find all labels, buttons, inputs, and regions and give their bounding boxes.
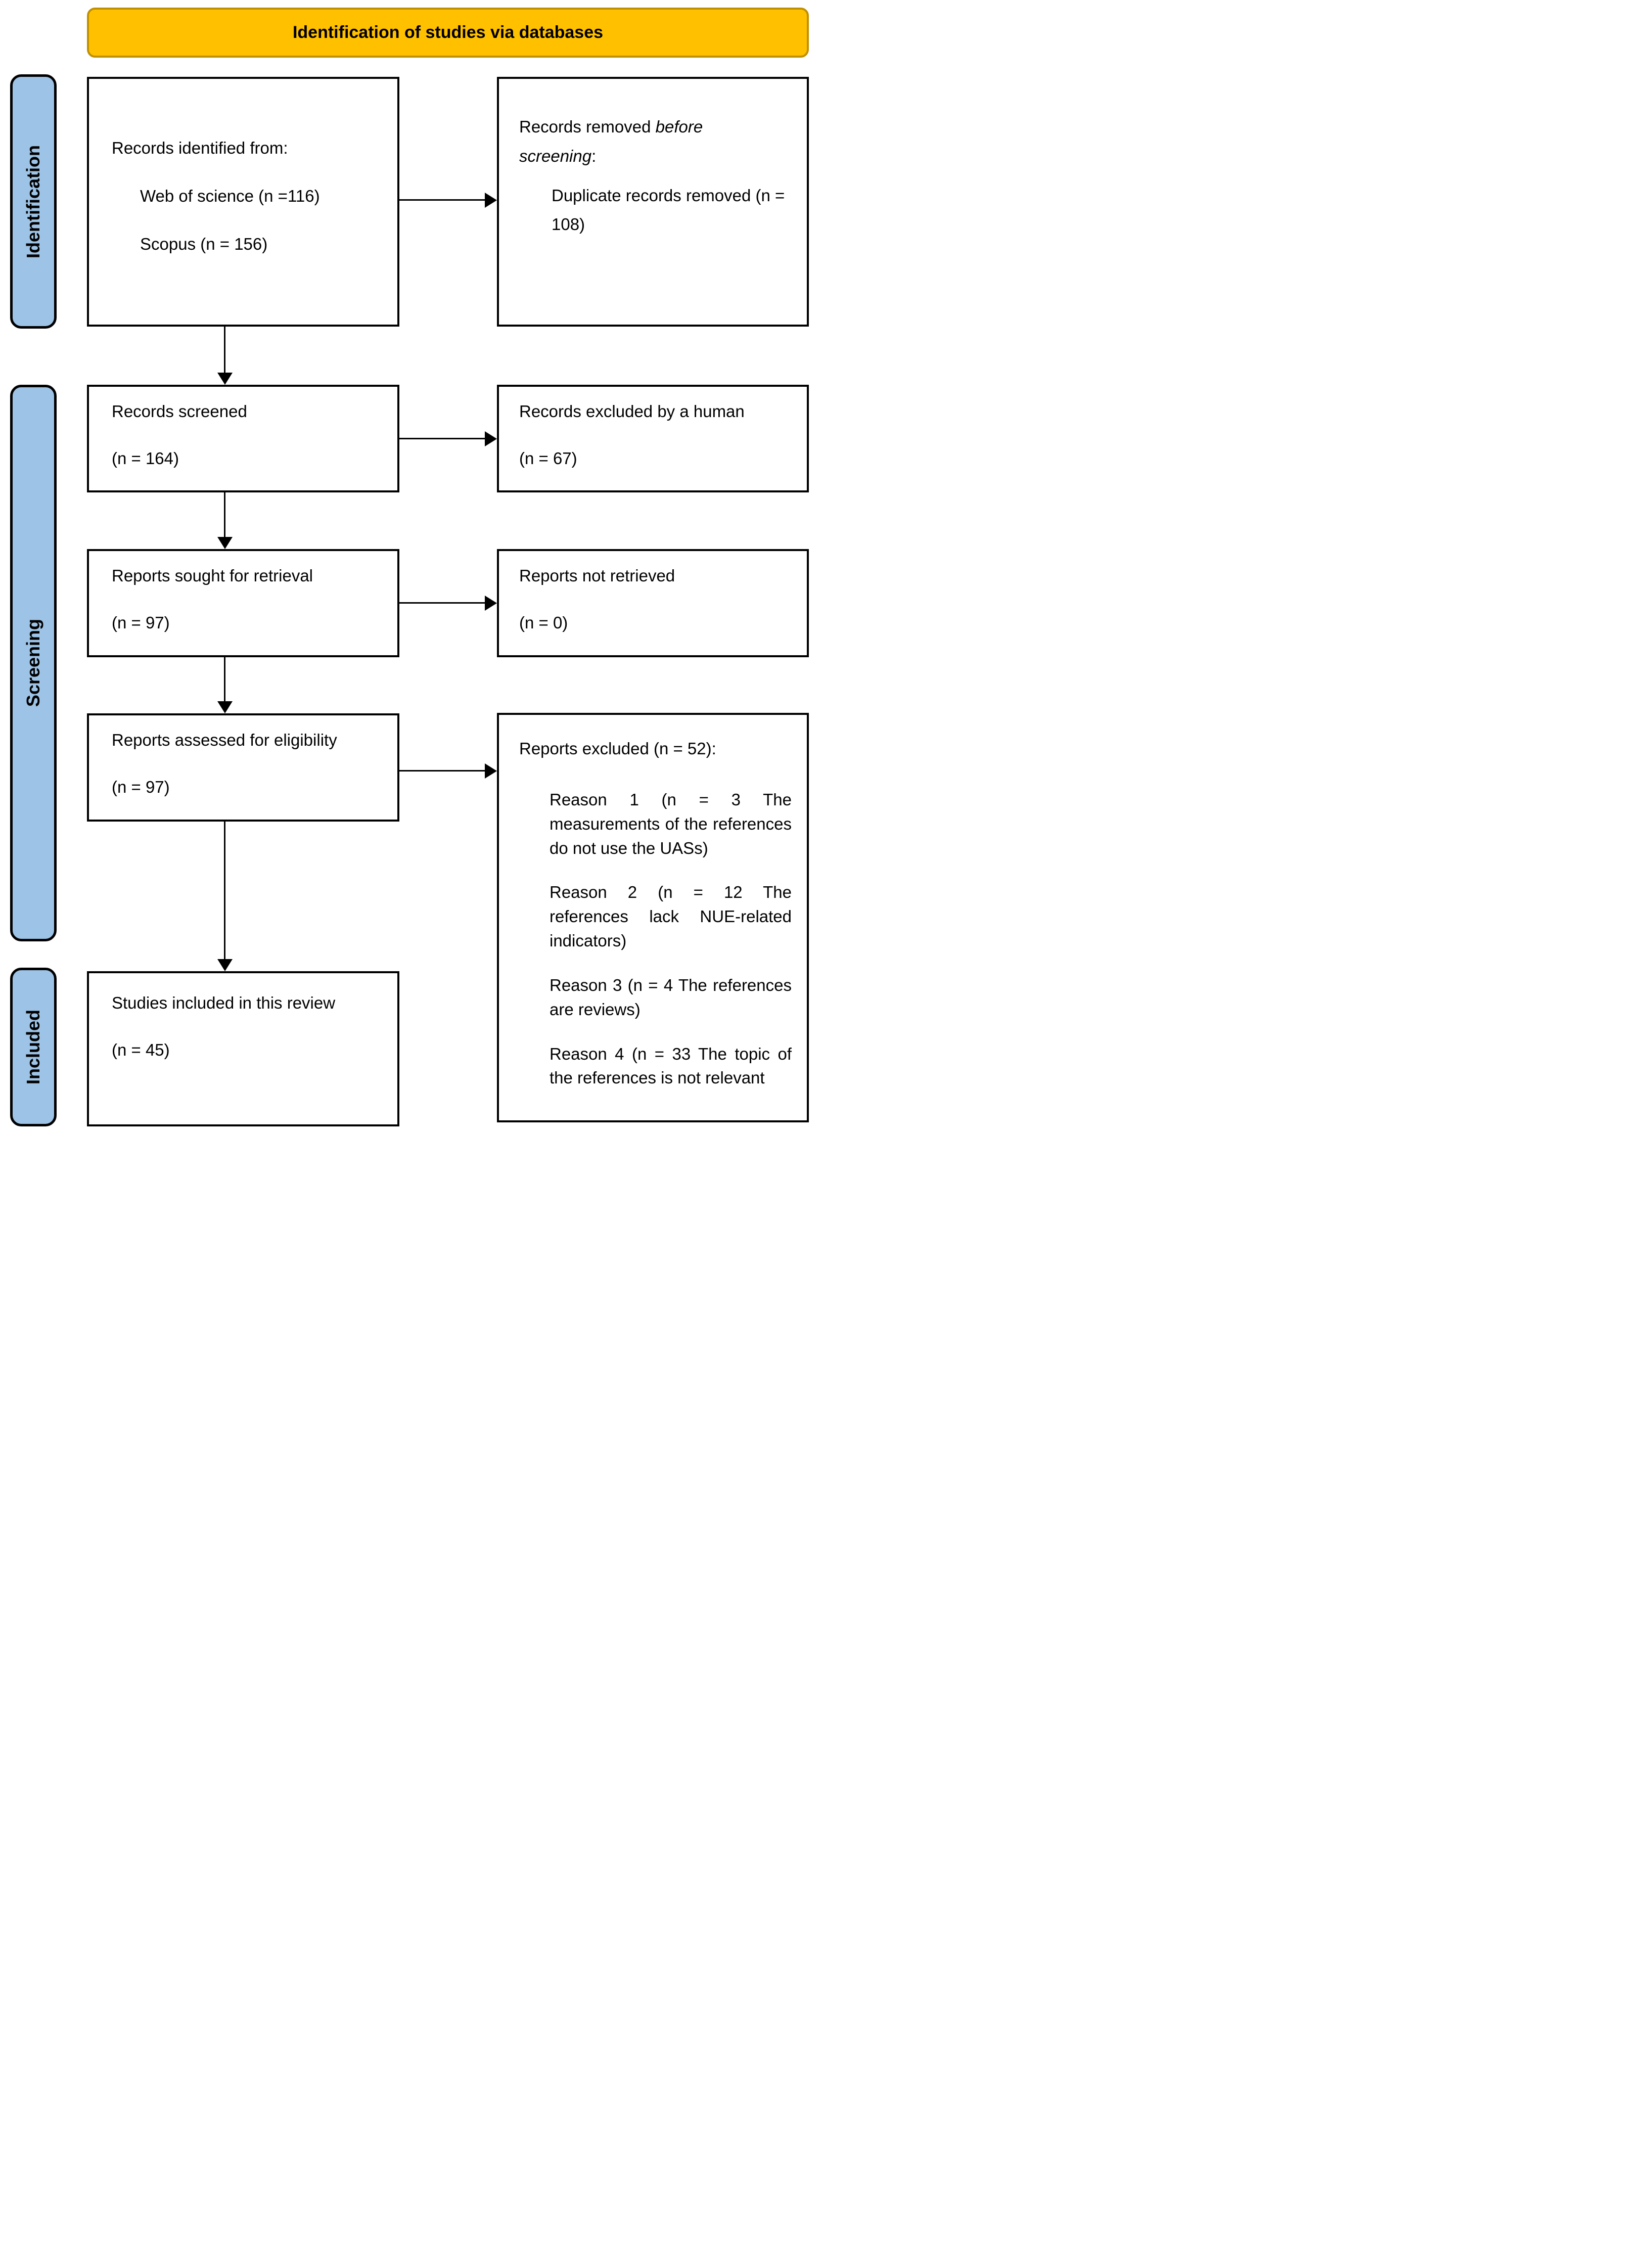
arrow-identified-to-removed	[399, 199, 485, 201]
box-records-screened: Records screened (n = 164)	[87, 385, 399, 492]
exclusion-reason-1: Reason 1 (n = 3 The measurements of the …	[550, 790, 792, 857]
records-removed-title-line1: Records removed before	[519, 117, 703, 136]
box-reports-assessed: Reports assessed for eligibility (n = 97…	[87, 713, 399, 822]
box-records-excluded-by-human: Records excluded by a human (n = 67)	[497, 385, 809, 492]
reports-excluded-title: Reports excluded (n = 52):	[519, 739, 716, 758]
arrow-screened-to-sought	[224, 492, 225, 537]
stage-label-screening: Screening	[23, 619, 43, 707]
prisma-flow-diagram: Identification of studies via databases …	[0, 0, 823, 1134]
banner-identification-of-studies: Identification of studies via databases	[87, 8, 809, 58]
exclusion-reason-4: Reason 4 (n = 33 The topic of the refere…	[550, 1044, 792, 1087]
arrow-assessed-to-included	[224, 822, 225, 959]
duplicate-records-removed: Duplicate records removed (n = 108)	[552, 186, 785, 234]
arrow-screened-to-excluded	[399, 438, 485, 439]
records-excluded-count: (n = 67)	[519, 448, 577, 468]
studies-included-title: Studies included in this review	[112, 993, 336, 1012]
stage-bar-screening: Screening	[10, 385, 57, 941]
arrow-assessed-to-excluded-reasons	[399, 770, 485, 772]
reports-not-retrieved-count: (n = 0)	[519, 613, 568, 632]
box-records-removed-before-screening: Records removed before screening: Duplic…	[497, 77, 809, 327]
box-studies-included: Studies included in this review (n = 45)	[87, 971, 399, 1126]
stage-label-identification: Identification	[23, 145, 43, 258]
reports-not-retrieved-title: Reports not retrieved	[519, 566, 675, 585]
reports-sought-count: (n = 97)	[112, 613, 170, 632]
records-screened-title: Records screened	[112, 402, 247, 421]
records-excluded-title: Records excluded by a human	[519, 402, 745, 421]
reports-sought-title: Reports sought for retrieval	[112, 566, 313, 585]
exclusion-reason-3: Reason 3 (n = 4 The references are revie…	[550, 975, 792, 1019]
box-reports-excluded-reasons: Reports excluded (n = 52): Reason 1 (n =…	[497, 713, 809, 1122]
box-reports-not-retrieved: Reports not retrieved (n = 0)	[497, 549, 809, 657]
arrow-sought-to-not-retrieved	[399, 602, 485, 604]
box-reports-sought: Reports sought for retrieval (n = 97)	[87, 549, 399, 657]
records-identified-source-web-of-science: Web of science (n =116)	[140, 186, 320, 205]
arrow-identified-to-screened	[224, 327, 225, 373]
stage-label-included: Included	[23, 1009, 43, 1084]
reports-assessed-count: (n = 97)	[112, 777, 170, 796]
records-screened-count: (n = 164)	[112, 448, 179, 468]
records-removed-title-line2: screening:	[519, 146, 597, 165]
arrow-sought-to-assessed	[224, 657, 225, 701]
banner-label: Identification of studies via databases	[292, 23, 604, 42]
reports-assessed-title: Reports assessed for eligibility	[112, 731, 337, 749]
studies-included-count: (n = 45)	[112, 1040, 170, 1059]
stage-bar-included: Included	[10, 968, 57, 1126]
stage-bar-identification: Identification	[10, 74, 57, 329]
box-records-identified: Records identified from: Web of science …	[87, 77, 399, 327]
records-identified-title: Records identified from:	[112, 139, 288, 157]
records-identified-source-scopus: Scopus (n = 156)	[140, 234, 268, 253]
exclusion-reason-2: Reason 2 (n = 12 The references lack NUE…	[550, 883, 792, 950]
